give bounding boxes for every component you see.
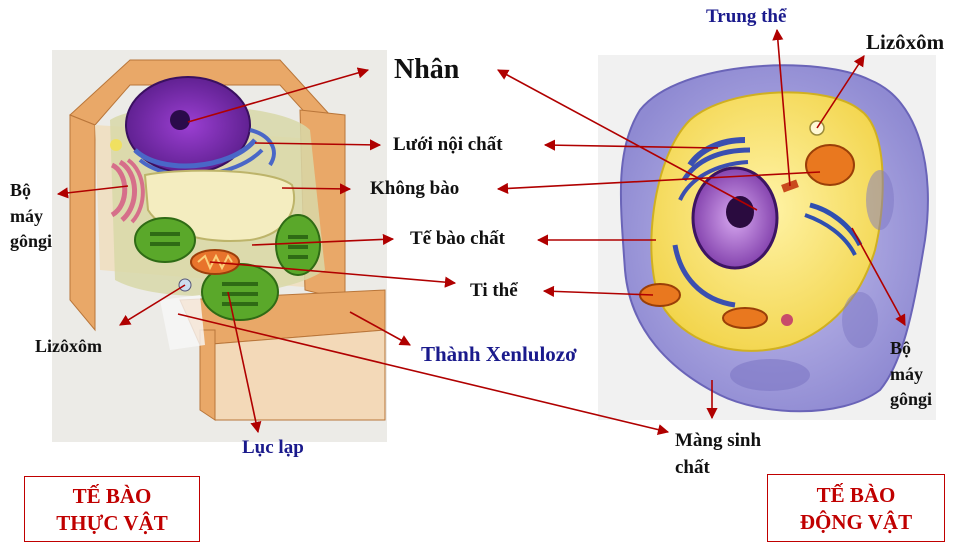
label-lizoxom-plant: Lizôxôm bbox=[35, 336, 102, 356]
arrow-luoi-noi-chat-plant bbox=[254, 139, 382, 151]
animal-cell-illustration bbox=[598, 55, 936, 420]
arrow-trung-the bbox=[772, 28, 791, 187]
arrow-luc-lap bbox=[227, 291, 262, 434]
bo-may-gongi-plant-line-3: gôngi bbox=[10, 231, 53, 252]
label-trung-the: Trung thể bbox=[706, 6, 787, 27]
label-te-bao-chat: Tế bào chất bbox=[410, 228, 505, 249]
bo-may-gongi-animal-line-1: Bộ bbox=[890, 338, 912, 358]
label-bo-may-gongi-animal: Bộ máy gôngi bbox=[890, 338, 932, 410]
annotation-arrows bbox=[56, 28, 906, 436]
arrow-khong-bao-animal bbox=[496, 171, 821, 195]
bo-may-gongi-plant-line-1: Bộ bbox=[10, 180, 32, 200]
plant-cell-title-box: TẾ BÀO THỰC VẬT bbox=[24, 476, 200, 542]
arrow-lizoxom-plant bbox=[119, 284, 186, 326]
bo-may-gongi-animal-line-3: gôngi bbox=[890, 389, 933, 410]
label-khong-bao: Không bào bbox=[370, 178, 460, 199]
bo-may-gongi-plant-line-2: máy bbox=[10, 205, 43, 226]
arrow-thanh-xenlulozo bbox=[349, 311, 411, 346]
arrow-ti-the-plant bbox=[209, 261, 457, 288]
label-bo-may-gongi-plant: Bộ máy gôngi bbox=[10, 180, 52, 252]
label-ti-the: Ti thể bbox=[470, 280, 518, 301]
arrow-luoi-noi-chat-animal bbox=[543, 139, 719, 151]
plant-cell-title-line-2: THỰC VẬT bbox=[56, 511, 168, 536]
plant-cell-title-line-1: TẾ BÀO bbox=[72, 484, 152, 508]
label-lizoxom-animal: Lizôxôm bbox=[866, 30, 945, 54]
label-luc-lap: Lục lạp bbox=[242, 437, 304, 458]
arrow-lizoxom-animal bbox=[816, 55, 865, 129]
arrow-khong-bao-plant bbox=[281, 183, 352, 195]
label-mang-sinh-chat: Màng sinh chất bbox=[675, 430, 761, 479]
arrow-bo-may-gongi-animal bbox=[851, 227, 906, 326]
arrow-bo-may-gongi-plant bbox=[56, 185, 129, 199]
label-nhan: Nhân bbox=[394, 54, 460, 85]
animal-cell-title-line-1: TẾ BÀO bbox=[816, 483, 896, 507]
arrow-nhan-animal bbox=[497, 69, 758, 211]
mang-sinh-chat-line-1: Màng sinh bbox=[675, 430, 762, 451]
animal-cell-title-box: TẾ BÀO ĐỘNG VẬT bbox=[767, 474, 945, 542]
arrow-nhan-plant bbox=[187, 67, 370, 123]
arrow-ti-the-animal bbox=[542, 285, 654, 297]
label-thanh-xenlulozo: Thành Xenlulozơ bbox=[421, 342, 577, 366]
bo-may-gongi-animal-line-2: máy bbox=[890, 363, 923, 384]
label-luoi-noi-chat: Lưới nội chất bbox=[393, 134, 503, 155]
arrow-te-bao-chat-plant bbox=[251, 233, 395, 246]
animal-cell-title-line-2: ĐỘNG VẬT bbox=[799, 510, 913, 535]
plant-cell-illustration bbox=[52, 50, 387, 442]
arrow-mang-sinh-chat-plant bbox=[177, 313, 670, 436]
mang-sinh-chat-line-2: chất bbox=[675, 456, 710, 478]
